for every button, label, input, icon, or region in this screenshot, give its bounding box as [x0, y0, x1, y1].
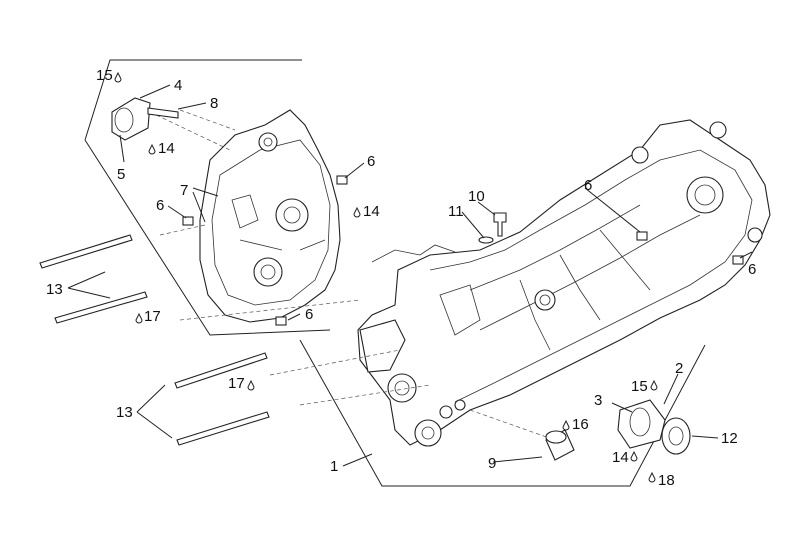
callout-13: 13: [116, 404, 133, 421]
bolt-10: [493, 212, 507, 237]
callout-10: 10: [468, 188, 485, 205]
dowel-pin-6-d: [636, 231, 648, 241]
callout-15: 15: [96, 67, 113, 84]
bearing-right: [617, 399, 666, 449]
callout-11: 11: [448, 203, 464, 220]
leader-lines: [67, 84, 753, 467]
callout-6: 6: [367, 153, 375, 170]
callout-5: 5: [117, 166, 125, 183]
dowel-pin-6-c: [275, 316, 287, 326]
callout-14: 14: [612, 449, 629, 466]
callout-6: 6: [305, 306, 313, 323]
left-crankcase-half: [199, 109, 341, 323]
callout-7: 7: [180, 182, 188, 199]
left-case-group-outline: [84, 59, 331, 336]
callout-16: 16: [572, 416, 589, 433]
stud-bolts-lower: [174, 352, 270, 446]
stud-bolts-upper: [39, 234, 148, 324]
callout-14: 14: [363, 203, 380, 220]
alignment-lines: [149, 109, 556, 441]
callout-1: 1: [330, 458, 338, 475]
dowel-pin-6-b: [182, 216, 194, 226]
lubricant-drop-icons: [114, 71, 658, 483]
bearing-left: [111, 97, 151, 141]
crankcase-group-outline: [299, 339, 706, 487]
callout-6: 6: [584, 177, 592, 194]
dowel-pin-8: [147, 107, 179, 119]
callout-6: 6: [156, 197, 164, 214]
dowel-pin-6-a: [336, 175, 348, 185]
callout-15: 15: [631, 378, 648, 395]
main-crankcase: [357, 119, 771, 447]
dowel-pin-6-e: [732, 255, 744, 265]
callout-8: 8: [210, 95, 218, 112]
bushing-9: [545, 429, 575, 461]
callout-14: 14: [158, 140, 175, 157]
callout-17: 17: [228, 375, 245, 392]
callout-17: 17: [144, 308, 161, 325]
callout-9: 9: [488, 455, 496, 472]
callout-3: 3: [594, 392, 602, 409]
callout-12: 12: [721, 430, 738, 447]
callout-6: 6: [748, 261, 756, 278]
callout-4: 4: [174, 77, 182, 94]
oil-seal-12: [661, 417, 691, 455]
callout-18: 18: [658, 472, 675, 489]
callout-13: 13: [46, 281, 63, 298]
callout-2: 2: [675, 360, 683, 377]
washer-11: [478, 236, 494, 244]
